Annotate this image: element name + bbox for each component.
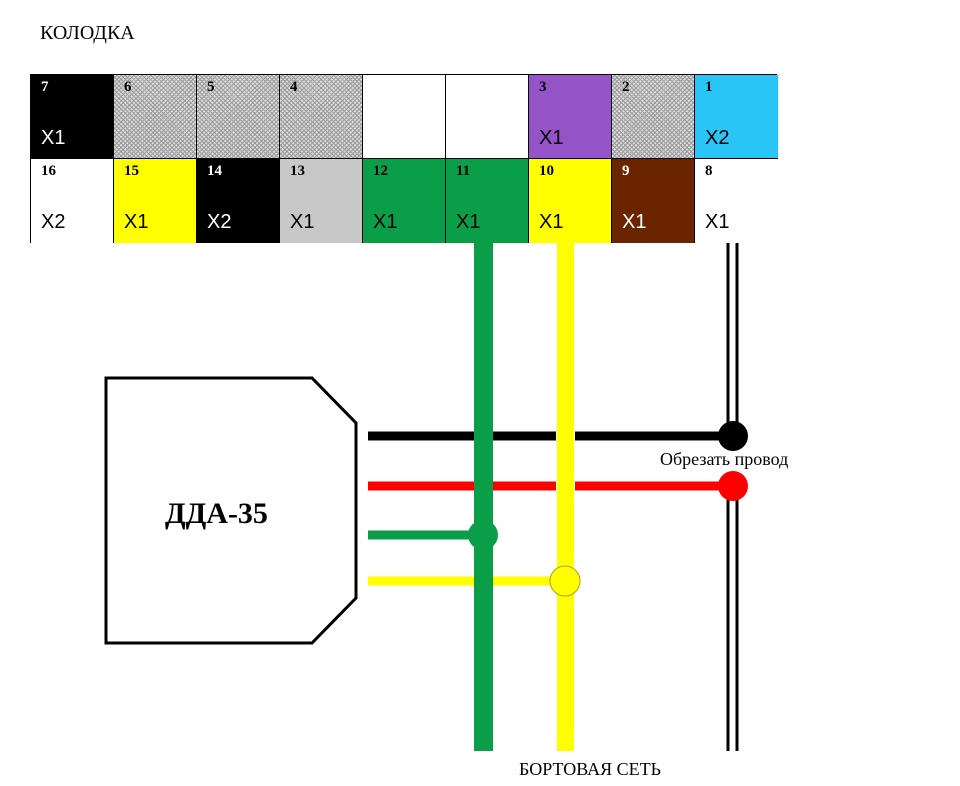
pin-number: 14: [207, 163, 222, 179]
device-outline: [104, 376, 358, 645]
onboard-network-label: БОРТОВАЯ СЕТЬ: [519, 759, 661, 779]
pin-number: 15: [124, 163, 139, 179]
pin-number: 8: [705, 163, 713, 179]
pin-tag: X1: [539, 211, 564, 233]
pin-number: 11: [456, 163, 471, 179]
pin-number: 6: [124, 79, 132, 95]
pin-number: 9: [622, 163, 630, 179]
junction-black: [718, 421, 748, 451]
pin-number: 1: [705, 79, 713, 95]
pin-number: 4: [290, 79, 298, 95]
pin-number: 13: [290, 163, 305, 179]
pin-tag: X1: [124, 211, 149, 233]
pin-tag: X1: [290, 211, 315, 233]
pin-number: 12: [373, 163, 388, 179]
pin-6: 6: [114, 75, 197, 159]
junction-green: [468, 520, 498, 550]
pin-tag: X1: [373, 211, 398, 233]
pin-tag: X1: [622, 211, 647, 233]
pin-number: 10: [539, 163, 554, 179]
junction-red: [718, 471, 748, 501]
junction-yellow: [549, 565, 581, 597]
pin-tag: X1: [456, 211, 481, 233]
pin-number: 2: [622, 79, 630, 95]
pin-tag: X1: [705, 211, 730, 233]
pin-tag: X2: [705, 127, 730, 149]
pin-tag: X2: [41, 211, 66, 233]
pin-number: 7: [41, 79, 49, 95]
cut-wire-label: Обрезать провод: [660, 449, 789, 469]
bus-wire-yellow: [556, 243, 575, 751]
pin-5: 5: [197, 75, 280, 159]
pin-blank-0-5: [446, 75, 529, 159]
bus-wire-green: [474, 243, 493, 751]
connector-title: КОЛОДКА: [40, 22, 135, 44]
pin-tag: X1: [41, 127, 66, 149]
pin-number: 5: [207, 79, 215, 95]
pin-blank-0-4: [363, 75, 446, 159]
pin-tag: X1: [539, 127, 564, 149]
pin-number: 16: [41, 163, 56, 179]
device-label: ДДА-35: [165, 497, 268, 530]
pin-4: 4: [280, 75, 363, 159]
pin-number: 3: [539, 79, 547, 95]
pin-2: 2: [612, 75, 695, 159]
pin-tag: X2: [207, 211, 232, 233]
